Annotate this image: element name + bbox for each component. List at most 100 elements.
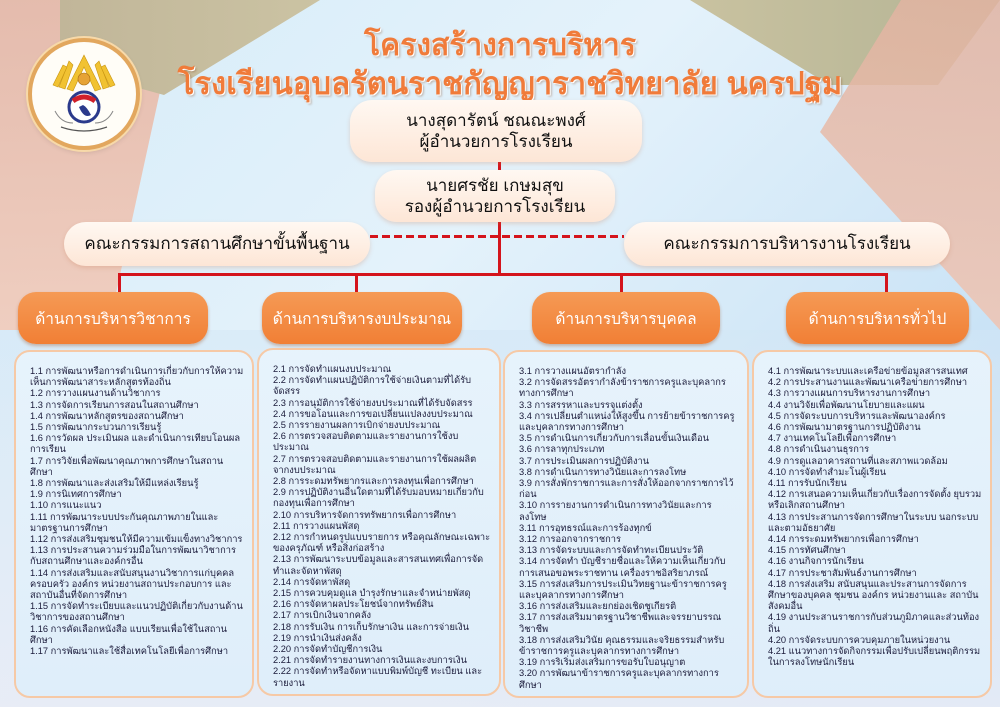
duty-item: 4.12 การเสนอความเห็นเกี่ยวกับเรื่องการจั…	[768, 489, 982, 511]
connector-director-deputy	[498, 160, 501, 172]
duty-item: 3.18 การส่งเสริมวินัย คุณธรรมและจริยธรรม…	[519, 634, 725, 657]
department-personnel: ด้านการบริหารบุคคล	[532, 292, 720, 344]
duty-item: 3.6 การลาทุกประเภท	[519, 444, 605, 455]
academic-duties-box: 1.1 การพัฒนาหรือการดำเนินการเกี่ยวกับการ…	[14, 350, 254, 698]
duty-item: 1.5 การพัฒนากระบวนการเรียนรู้	[30, 422, 162, 433]
duty-item: 1.1 การพัฒนาหรือการดำเนินการเกี่ยวกับการ…	[30, 366, 244, 388]
duty-item: 2.9 การปฏิบัติงานอื่นใดตามที่ได้รับมอบหม…	[273, 487, 484, 509]
duty-item: 1.17 การพัฒนาและใช้สื่อเทคโนโลยีเพื่อการ…	[30, 646, 229, 657]
department-general: ด้านการบริหารทั่วไป	[786, 292, 969, 344]
duty-item: 3.20 การพัฒนาข้าราชการครูและบุคลากรทางกา…	[519, 668, 719, 690]
connector-horizontal-bus	[118, 273, 888, 276]
duty-item: 2.15 การควบคุมดูแล บำรุงรักษาและจำหน่ายพ…	[273, 588, 471, 599]
duty-item: 2.8 การระดมทรัพยากรและการลงทุนเพื่อการศึ…	[273, 476, 474, 487]
duty-item: 1.15 การจัดทำระเบียบและแนวปฏิบัติเกี่ยวก…	[30, 601, 243, 623]
duty-item: 3.8 การดำเนินการทางวินัยและการลงโทษ	[519, 466, 687, 477]
duty-item: 4.8 การดำเนินงานธุรการ	[768, 444, 870, 455]
duty-item: 1.11 การพัฒนาระบบประกันคุณภาพภายในและมาต…	[30, 511, 219, 533]
duty-item: 4.19 งานประสานราชการกับส่วนภูมิภาคและส่ว…	[768, 612, 980, 634]
duty-item: 3.17 การส่งเสริมมาตรฐานวิชาชีพและจรรยาบร…	[519, 612, 722, 634]
duty-item: 4.21 แนวทางการจัดกิจกรรมเพื่อปรับเปลี่ยน…	[768, 646, 981, 668]
duty-item: 4.7 งานเทคโนโลยีเพื่อการศึกษา	[768, 433, 897, 444]
duty-item: 1.3 การจัดการเรียนการสอนในสถานศึกษา	[30, 399, 199, 410]
duty-item: 1.9 การนิเทศการศึกษา	[30, 489, 122, 500]
duty-item: 4.17 การประชาสัมพันธ์งานการศึกษา	[768, 567, 917, 578]
duty-item: 4.2 การประสานงานและพัฒนาเครือข่ายการศึกษ…	[768, 377, 968, 388]
duty-item: 4.4 งานวิจัยเพื่อพัฒนานโยบายและแผน	[768, 399, 925, 410]
duty-item: 3.7 การประเมินผลการปฏิบัติงาน	[519, 455, 650, 466]
duty-item: 4.11 การรับนักเรียน	[768, 478, 847, 489]
duty-item: 4.14 การระดมทรัพยากรเพื่อการศึกษา	[768, 534, 919, 545]
director-name: นางสุดารัตน์ ชณณะพงศ์	[406, 110, 586, 130]
school-logo	[28, 38, 140, 150]
duty-item: 1.8 การพัฒนาและส่งเสริมให้มีแหล่งเรียนรู…	[30, 478, 199, 489]
duty-item: 3.15 การส่งเสริมการประเมินวิทยฐานะข้าราช…	[519, 578, 727, 601]
duty-item: 2.13 การพัฒนาระบบข้อมูลและสารสนเทศเพื่อก…	[273, 554, 484, 576]
duty-item: 2.5 การรายงานผลการเบิกจ่ายงบประมาณ	[273, 420, 441, 431]
deputy-director-node: นายศรชัย เกษมสุข รองผู้อำนวยการโรงเรียน	[375, 170, 615, 222]
director-position: ผู้อำนวยการโรงเรียน	[419, 132, 573, 151]
connector-deputy-trunk	[498, 220, 501, 275]
connector-dept-1	[118, 273, 121, 295]
deputy-position: รองผู้อำนวยการโรงเรียน	[404, 197, 586, 216]
background-shape-right	[820, 0, 1000, 330]
duty-item: 4.9 การดูแลอาคารสถานที่และสภาพแวดล้อม	[768, 455, 948, 466]
duty-item: 2.2 การจัดทำแผนปฏิบัติการใช้จ่ายเงินตามท…	[273, 375, 472, 397]
duty-item: 2.1 การจัดทำแผนงบประมาณ	[273, 364, 392, 374]
school-administration-committee-node: คณะกรรมการบริหารงานโรงเรียน	[624, 222, 950, 266]
duty-item: 2.10 การบริหารจัดการทรัพยากรเพื่อการศึกษ…	[273, 509, 457, 520]
duty-item: 3.9 การสั่งพักราชการและการสั่งให้ออกจากร…	[519, 478, 734, 500]
school-name-title: โรงเรียนอุบลรัตนราชกัญญาราชวิทยาลัย นครป…	[177, 66, 843, 101]
department-budget: ด้านการบริหารงบประมาณ	[262, 292, 462, 344]
duty-item: 3.4 การเปลี่ยนตำแหน่งให้สูงขึ้น การย้ายข…	[519, 410, 735, 433]
duty-item: 4.10 การจัดทำสำมะโนผู้เรียน	[768, 466, 887, 477]
director-node: นางสุดารัตน์ ชณณะพงศ์ ผู้อำนวยการโรงเรีย…	[350, 100, 642, 162]
duty-item: 2.17 การเบิกเงินจากคลัง	[273, 610, 372, 621]
duty-item: 3.2 การจัดสรรอัตรากำลังข้าราชการครูและบุ…	[519, 377, 726, 399]
duty-item: 3.13 การจัดระบบและการจัดทำทะเบียนประวัติ	[519, 545, 704, 556]
duty-item: 1.13 การประสานความร่วมมือในการพัฒนาวิชาก…	[30, 545, 236, 567]
duty-item: 1.6 การวัดผล ประเมินผล และดำเนินการเทียบ…	[30, 433, 241, 455]
duty-item: 1.7 การวิจัยเพื่อพัฒนาคุณภาพการศึกษาในสถ…	[30, 455, 224, 477]
duty-item: 4.13 การประสานการจัดการศึกษาในระบบ นอกระ…	[768, 511, 979, 533]
duty-item: 4.5 การจัดระบบการบริหารและพัฒนาองค์กร	[768, 410, 946, 421]
duty-item: 2.16 การจัดหาผลประโยชน์จากทรัพย์สิน	[273, 599, 434, 610]
committee-left-label: คณะกรรมการสถานศึกษาขั้นพื้นฐาน	[84, 234, 350, 254]
page-title: โครงสร้างการบริหาร	[364, 29, 636, 62]
connector-dept-2	[355, 273, 358, 295]
committee-right-label: คณะกรรมการบริหารงานโรงเรียน	[663, 234, 911, 254]
duty-item: 2.3 การอนุมัติการใช้จ่ายงบประมาณที่ได้รั…	[273, 397, 473, 408]
committee-dashed-link	[370, 235, 624, 238]
connector-dept-3	[620, 273, 623, 295]
general-duties-list: 4.1 การพัฒนาระบบและเครือข่ายข้อมูลสารสนเ…	[768, 366, 982, 668]
connector-dept-4	[885, 273, 888, 295]
duty-item: 3.14 การจัดทำ บัญชีรายชื่อและให้ความเห็น…	[519, 556, 726, 578]
duty-item: 1.14 การส่งเสริมและสนับสนุนงานวิชาการแก่…	[30, 567, 235, 601]
duty-item: 2.18 การรับเงิน การเก็บรักษาเงิน และการจ…	[273, 621, 469, 632]
duty-item: 1.16 การคัดเลือกหนังสือ แบบเรียนเพื่อใช้…	[30, 623, 228, 645]
duty-item: 3.10 การรายงานการดำเนินการทางวินัยและการ…	[519, 500, 712, 522]
duty-item: 4.6 การพัฒนามาตรฐานการปฏิบัติงาน	[768, 422, 921, 433]
duty-item: 3.16 การส่งเสริมและยกย่องเชิดชูเกียรติ	[519, 601, 677, 612]
school-emblem-icon	[52, 54, 116, 132]
duty-item: 4.1 การพัฒนาระบบและเครือข่ายข้อมูลสารสนเ…	[768, 366, 968, 376]
duty-item: 3.3 การสรรหาและบรรจุแต่งตั้ง	[519, 399, 643, 410]
duty-item: 2.11 การวางแผนพัสดุ	[273, 520, 360, 531]
deputy-name: นายศรชัย เกษมสุข	[426, 175, 564, 195]
duty-item: 2.14 การจัดหาพัสดุ	[273, 576, 351, 587]
duty-item: 3.1 การวางแผนอัตรากำลัง	[519, 366, 627, 376]
duty-item: 4.16 งานกิจการนักเรียน	[768, 556, 864, 567]
duty-item: 1.2 การวางแผนงานด้านวิชาการ	[30, 388, 161, 399]
department-academic: ด้านการบริหารวิชาการ	[18, 292, 208, 344]
duty-item: 4.3 การวางแผนการบริหารงานการศึกษา	[768, 388, 931, 399]
duty-item: 2.12 การกำหนดรูปแบบรายการ หรือคุณลักษณะเ…	[273, 532, 491, 554]
duty-item: 4.15 การทัศนศึกษา	[768, 545, 846, 556]
duty-item: 3.5 การดำเนินการเกี่ยวกับการเลื่อนขั้นเง…	[519, 433, 709, 444]
duty-item: 2.21 การจัดทำรายงานทางการเงินและงบการเงิ…	[273, 655, 467, 666]
duty-item: 2.19 การนำเงินส่งคลัง	[273, 632, 362, 643]
duty-item: 2.7 การตรวจสอบติดตามและรายงานการใช้ผลผลิ…	[273, 453, 477, 475]
duty-item: 2.22 การจัดทำหรือจัดหาแบบพิมพ์บัญชี ทะเบ…	[273, 666, 483, 688]
